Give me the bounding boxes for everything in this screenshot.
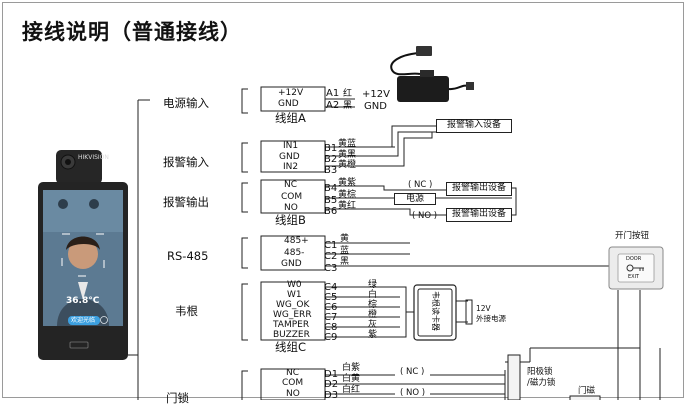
diagram-frame [2, 2, 684, 398]
terminal-label: GND [278, 99, 299, 109]
reader-label: 韦根读卡器 [431, 291, 440, 331]
pin-label: A1 [326, 88, 340, 99]
pin-label: D3 [324, 390, 339, 401]
pin-label: D1 [324, 369, 339, 380]
wire-color: 白 [368, 290, 378, 300]
pin-label: C3 [324, 263, 338, 274]
wire-color: 白红 [342, 385, 361, 395]
wire-color: 黄红 [338, 201, 357, 211]
adapter-label: GND [364, 101, 387, 112]
terminal-label: GND [279, 152, 300, 162]
terminal-label: W1 [287, 290, 302, 300]
exit-button-face-top: DOOR [626, 256, 642, 262]
pin-label: B1 [324, 143, 338, 154]
terminal-label: NO [284, 203, 298, 213]
door-nc-label: ( NC ) [400, 367, 425, 377]
terminal-label: IN1 [283, 141, 299, 151]
power-box: 电源 [394, 193, 436, 205]
wire-color: 黄黑 [338, 150, 357, 160]
pin-label: C7 [324, 312, 338, 323]
exit-button-face-bottom: EXIT [628, 274, 640, 280]
pin-label: B2 [324, 154, 338, 165]
terminal-label: NC [284, 180, 298, 190]
pin-label: A2 [326, 100, 340, 111]
pin-label: B6 [324, 206, 338, 217]
pin-label: C8 [324, 322, 338, 333]
face-terminal-graphic [38, 150, 128, 360]
terminal-label: +12V [278, 88, 304, 98]
category-wiegand: 韦根 [175, 304, 198, 318]
category-door-lock: 门锁 [166, 391, 189, 405]
door-sensor-label: 门磁 [578, 386, 596, 396]
terminal-label: BUZZER [273, 330, 310, 340]
terminal-label: NO [286, 389, 300, 399]
group-label-b: 线组B [275, 213, 306, 227]
diagram-title: 接线说明（普通接线） [22, 20, 242, 44]
pin-label: B5 [324, 195, 338, 206]
lock-label: /磁力锁 [527, 378, 556, 388]
wire-color: 黄 [340, 234, 350, 244]
wire-color: 绿 [368, 280, 378, 290]
category-alarm-in: 报警输入 [163, 155, 209, 169]
pin-label: C9 [324, 332, 338, 343]
device-greeting: 欢迎光临 [71, 317, 96, 324]
wire-color: 黑 [340, 257, 350, 267]
category-rs485: RS-485 [167, 249, 209, 263]
group-label-a: 线组A [275, 111, 306, 125]
terminal-label: WG_OK [276, 300, 310, 310]
pin-label: C6 [324, 302, 338, 313]
wire-color: 黄棕 [338, 190, 357, 200]
wire-color: 黄橙 [338, 160, 357, 170]
wire-color: 紫 [368, 330, 378, 340]
terminal-label: IN2 [283, 162, 299, 172]
lock-label: 阳极锁 [527, 367, 553, 377]
wire-color: 白紫 [342, 363, 361, 373]
alarm-output-device-box: 报警输出设备 [446, 208, 512, 222]
pin-label: B3 [324, 165, 338, 176]
wire-color: 棕 [368, 300, 378, 310]
device-temperature: 36.8°C [66, 296, 100, 306]
exit-button-label: 开门按钮 [615, 231, 650, 241]
reader-power-note: 外接电源 [476, 314, 506, 323]
pin-label: D2 [324, 379, 339, 390]
alarm-output-device-box: 报警输出设备 [446, 182, 512, 196]
wire-color: 橙 [368, 310, 378, 320]
terminal-label: 485+ [284, 236, 309, 246]
nc-label: ( NC ) [408, 180, 433, 190]
category-alarm-out: 报警输出 [163, 195, 209, 209]
terminal-label: COM [282, 378, 304, 388]
category-power: 电源输入 [163, 96, 209, 110]
no-label: ( NO ) [412, 211, 438, 221]
terminal-label: W0 [287, 280, 302, 290]
wire-color: 黄蓝 [338, 139, 357, 149]
reader-power-note: 12V [476, 304, 491, 313]
device-brand: HIKVISION [78, 154, 109, 161]
pin-label: B4 [324, 183, 338, 194]
door-no-label: ( NO ) [400, 388, 426, 398]
wire-color: 黄紫 [338, 178, 357, 188]
wire-color: 白黄 [342, 374, 361, 384]
terminal-label: 485- [284, 248, 305, 258]
wire-color: 红 [343, 89, 353, 99]
wire-color: 蓝 [340, 246, 350, 256]
terminal-label: TAMPER [273, 320, 310, 330]
alarm-input-device-box: 报警输入设备 [436, 119, 512, 133]
wire-color: 灰 [368, 320, 378, 330]
terminal-label: WG_ERR [273, 310, 312, 320]
terminal-label: COM [281, 192, 303, 202]
terminal-label: NC [286, 368, 300, 378]
pin-label: C4 [324, 282, 338, 293]
wire-color: 黑 [343, 101, 353, 111]
adapter-label: +12V [362, 89, 390, 100]
pin-label: C1 [324, 240, 338, 251]
terminal-label: GND [281, 259, 302, 269]
pin-label: C5 [324, 292, 338, 303]
group-label-c: 线组C [275, 340, 307, 354]
pin-label: C2 [324, 251, 338, 262]
